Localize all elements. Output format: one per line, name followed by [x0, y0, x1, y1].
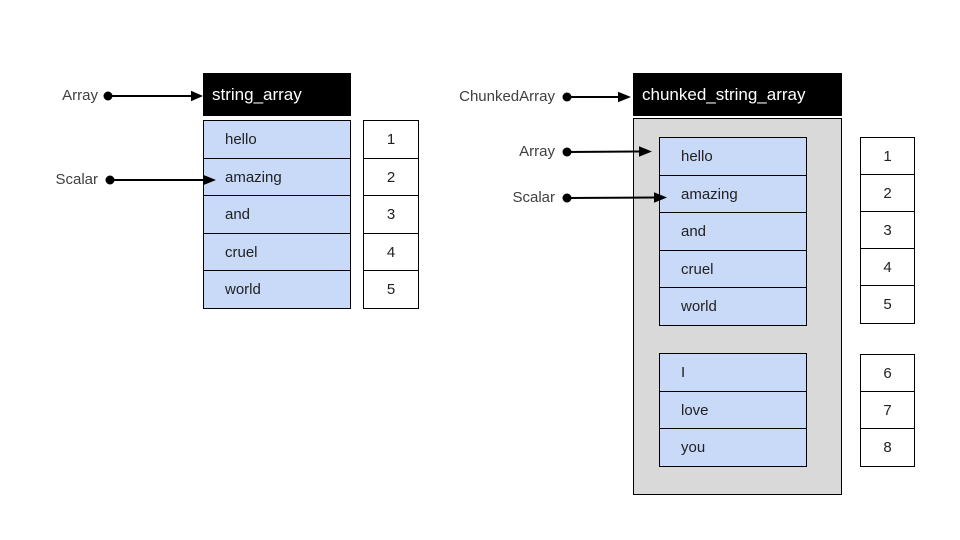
table-cell: love	[659, 390, 807, 430]
chunked-array-pointer-label: ChunkedArray	[459, 88, 555, 105]
index-cell: 3	[860, 211, 915, 250]
chunked-array-arrow	[562, 91, 631, 103]
table-cell: amazing	[203, 157, 351, 197]
table-cell: hello	[659, 137, 807, 176]
table-cell: cruel	[659, 249, 807, 289]
table-cell: amazing	[659, 174, 807, 214]
table-cell: world	[659, 287, 807, 326]
index-cell: 7	[860, 391, 915, 430]
string-array-table: hello amazing and cruel world	[203, 120, 351, 309]
index-cell: 6	[860, 354, 915, 393]
arrow-dot	[562, 147, 572, 157]
index-cell: 5	[860, 285, 915, 324]
scalar-pointer-label: Scalar	[55, 171, 98, 188]
chunk-2-table: I love you	[659, 353, 807, 467]
arrow-dot	[105, 175, 115, 185]
arrow-head-icon	[191, 90, 203, 102]
arrow-dot	[103, 91, 113, 101]
index-cell: 1	[363, 120, 419, 159]
arrow-head-icon	[618, 91, 631, 103]
table-cell: and	[203, 195, 351, 234]
table-cell: and	[659, 212, 807, 251]
arrow-dot	[562, 92, 572, 102]
index-cell: 1	[860, 137, 915, 176]
index-cell: 8	[860, 428, 915, 467]
arrow-line	[566, 150, 641, 153]
scalar-arrow	[105, 174, 216, 186]
index-cell: 4	[860, 248, 915, 287]
string-array-header: string_array	[203, 73, 351, 116]
array-pointer-label: Array	[519, 143, 555, 160]
index-cell: 2	[363, 157, 419, 197]
array-pointer-label: Array	[62, 87, 98, 104]
table-cell: world	[203, 270, 351, 309]
table-cell: hello	[203, 120, 351, 159]
table-cell: cruel	[203, 232, 351, 272]
chunk-1-index-column: 1 2 3 4 5	[860, 137, 915, 324]
chunk-2-index-column: 6 7 8	[860, 354, 915, 467]
arrow-dot	[562, 193, 572, 203]
index-cell: 2	[860, 174, 915, 213]
table-cell: you	[659, 428, 807, 467]
chunk-1-table: hello amazing and cruel world	[659, 137, 807, 326]
scalar-pointer-label: Scalar	[512, 189, 555, 206]
string-array-index-column: 1 2 3 4 5	[363, 120, 419, 309]
index-cell: 4	[363, 232, 419, 272]
index-cell: 3	[363, 195, 419, 234]
index-cell: 5	[363, 270, 419, 309]
chunked-string-array-header: chunked_string_array	[633, 73, 842, 116]
array-arrow	[103, 90, 203, 102]
table-cell: I	[659, 353, 807, 392]
